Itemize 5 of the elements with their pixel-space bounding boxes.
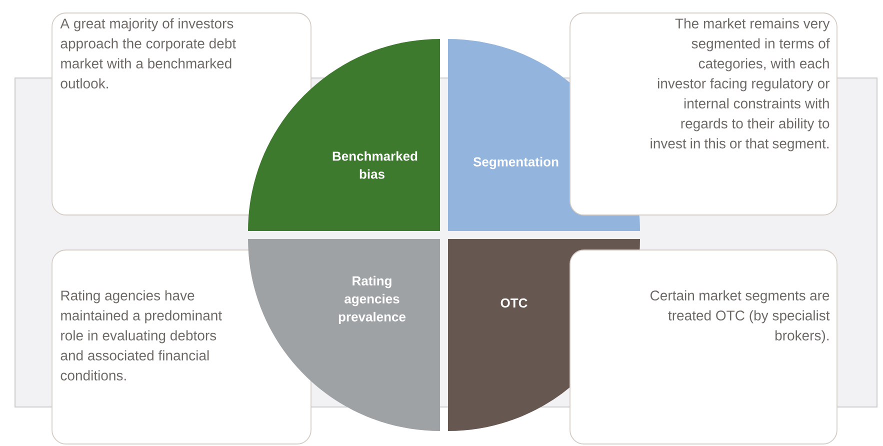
- quadrant: Rating agencies prevalence: [248, 239, 440, 431]
- text-box: Certain market segments are treated OTC (by specialist brokers).: [570, 250, 838, 444]
- text-box: The market remains very segmented in terms of categories, with each investor facing regulatory or internal constraints with regards to their ability to invest in this or that segment.: [570, 12, 838, 216]
- text-box: A great majority of investors approach the corporate debt market with a benchmarked outlook.: [52, 12, 312, 216]
- quadrant: Benchmarked bias: [248, 39, 440, 231]
